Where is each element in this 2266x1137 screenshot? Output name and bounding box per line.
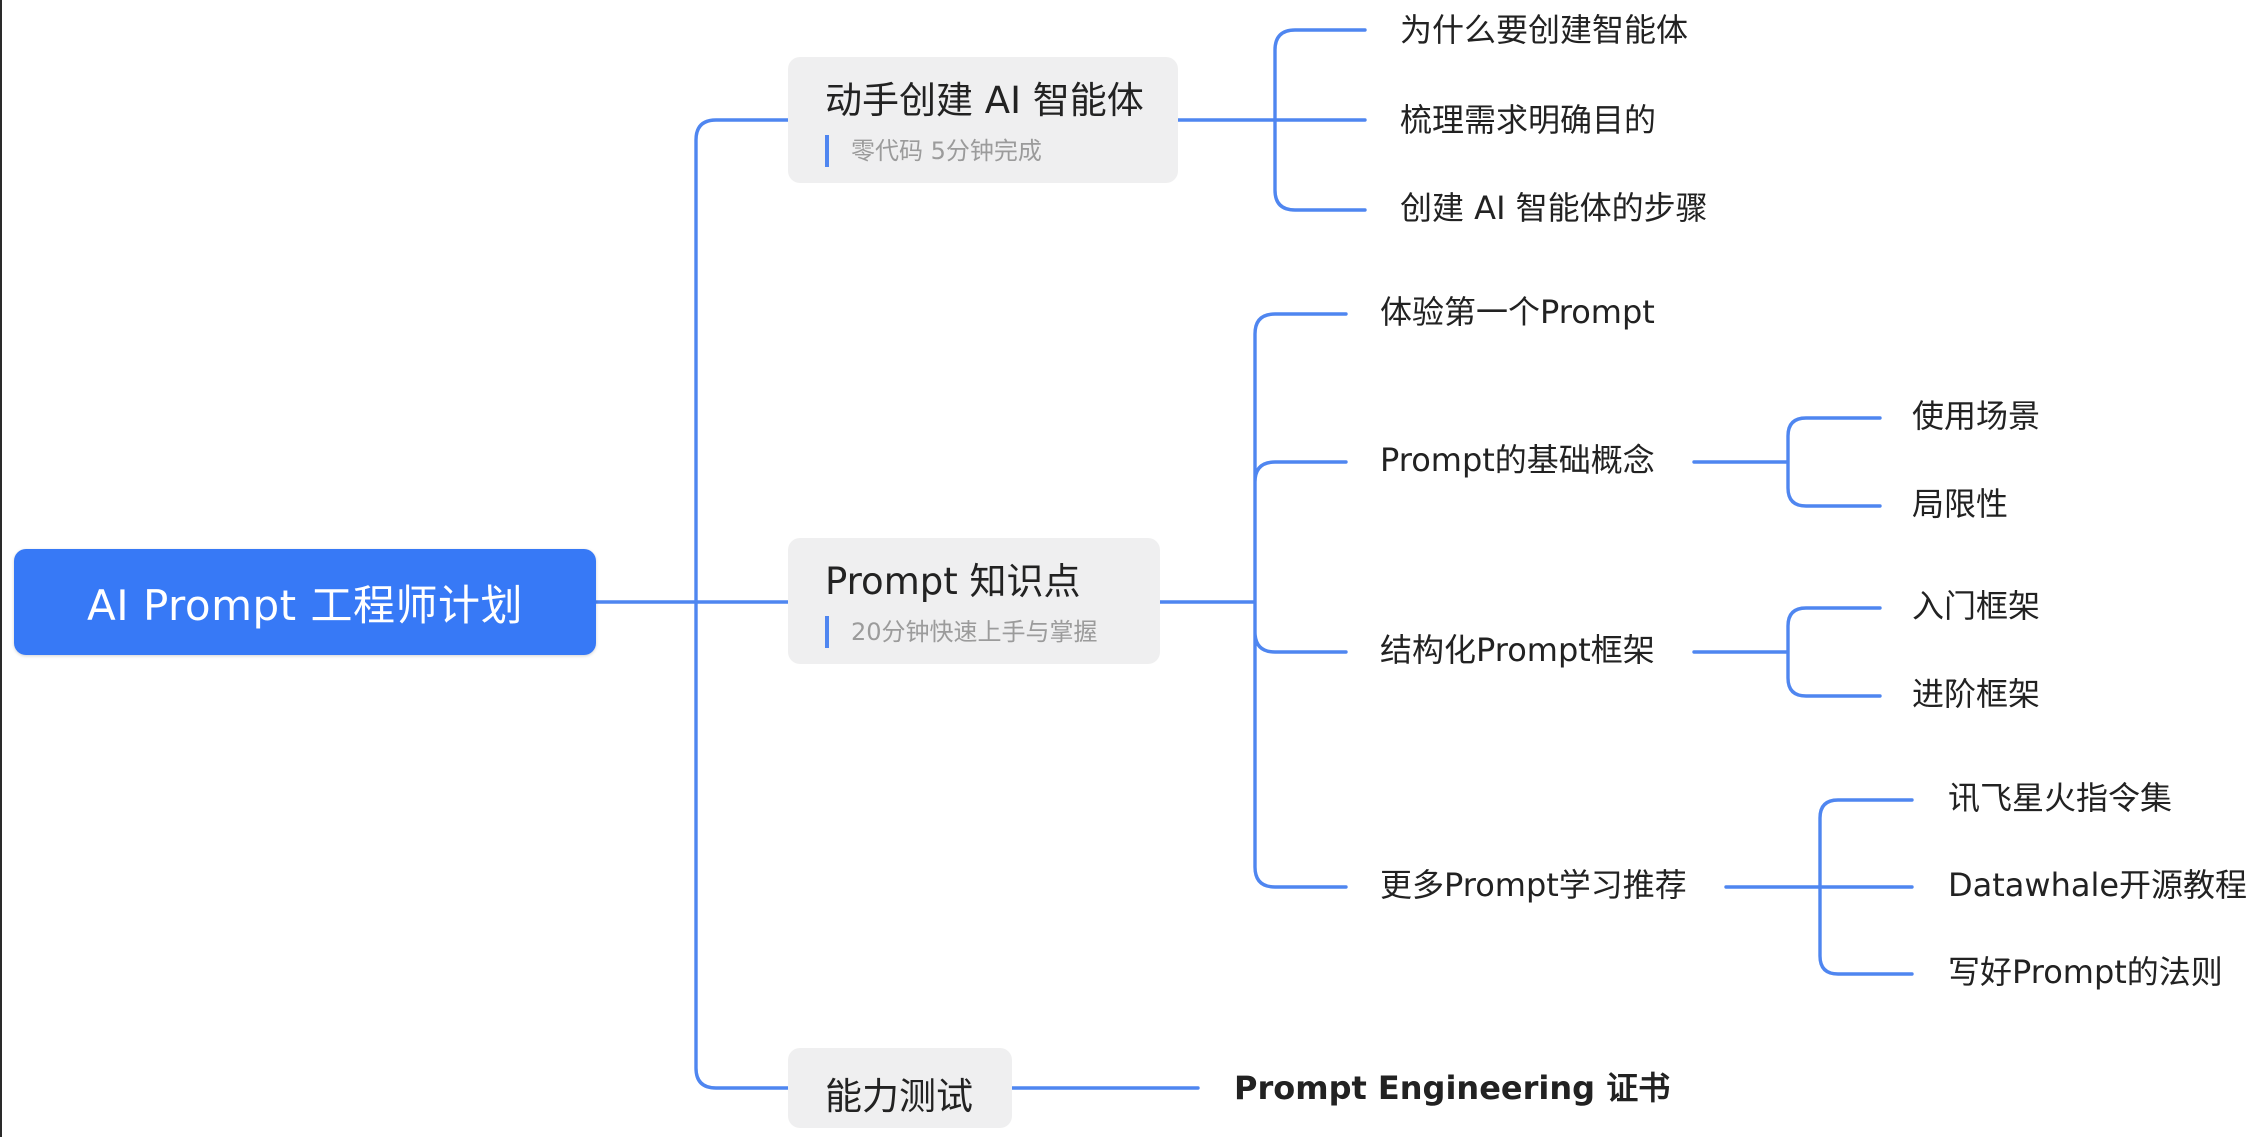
node-intro-framework[interactable]: 入门框架: [1912, 587, 2041, 625]
branch-note: 20分钟快速上手与掌握: [825, 616, 1098, 648]
edge-concepts-children: [1692, 416, 1882, 508]
root-node[interactable]: AI Prompt 工程师计划: [14, 549, 596, 655]
node-prompt-basics[interactable]: Prompt的基础概念: [1380, 441, 1655, 479]
branch-ability-test[interactable]: 能力测试: [788, 1048, 1012, 1128]
edge-root-spine: [594, 118, 790, 1090]
branch-title: 动手创建 AI 智能体: [825, 79, 1144, 122]
branch-title: 能力测试: [825, 1075, 973, 1118]
node-create-steps[interactable]: 创建 AI 智能体的步骤: [1400, 189, 1708, 227]
node-why-create-agent[interactable]: 为什么要创建智能体: [1400, 11, 1689, 49]
node-datawhale-tutorial[interactable]: Datawhale开源教程: [1948, 866, 2248, 904]
branch-title: Prompt 知识点: [825, 560, 1081, 603]
branch-create-agent[interactable]: 动手创建 AI 智能体 零代码 5分钟完成: [788, 57, 1178, 183]
node-more-recommendations[interactable]: 更多Prompt学习推荐: [1380, 866, 1687, 904]
root-label: AI Prompt 工程师计划: [87, 580, 523, 630]
branch-note: 零代码 5分钟完成: [825, 135, 1042, 167]
node-advanced-framework[interactable]: 进阶框架: [1912, 675, 2041, 713]
edge-branch1-children: [1176, 28, 1367, 212]
window-left-border: [0, 0, 2, 1137]
edge-framework-children: [1692, 606, 1882, 698]
node-certificate[interactable]: Prompt Engineering 证书: [1234, 1069, 1671, 1107]
node-limitations[interactable]: 局限性: [1912, 485, 2009, 523]
node-sort-requirements[interactable]: 梳理需求明确目的: [1400, 101, 1657, 139]
node-prompt-rules[interactable]: 写好Prompt的法则: [1948, 953, 2223, 991]
node-structured-framework[interactable]: 结构化Prompt框架: [1380, 631, 1655, 669]
edge-branch2-children: [1158, 312, 1348, 889]
node-first-prompt[interactable]: 体验第一个Prompt: [1380, 293, 1655, 331]
node-xfyun-instructions[interactable]: 讯飞星火指令集: [1948, 779, 2173, 817]
edge-more-children: [1724, 798, 1914, 976]
node-use-cases[interactable]: 使用场景: [1912, 397, 2041, 435]
branch-prompt-knowledge[interactable]: Prompt 知识点 20分钟快速上手与掌握: [788, 538, 1160, 664]
